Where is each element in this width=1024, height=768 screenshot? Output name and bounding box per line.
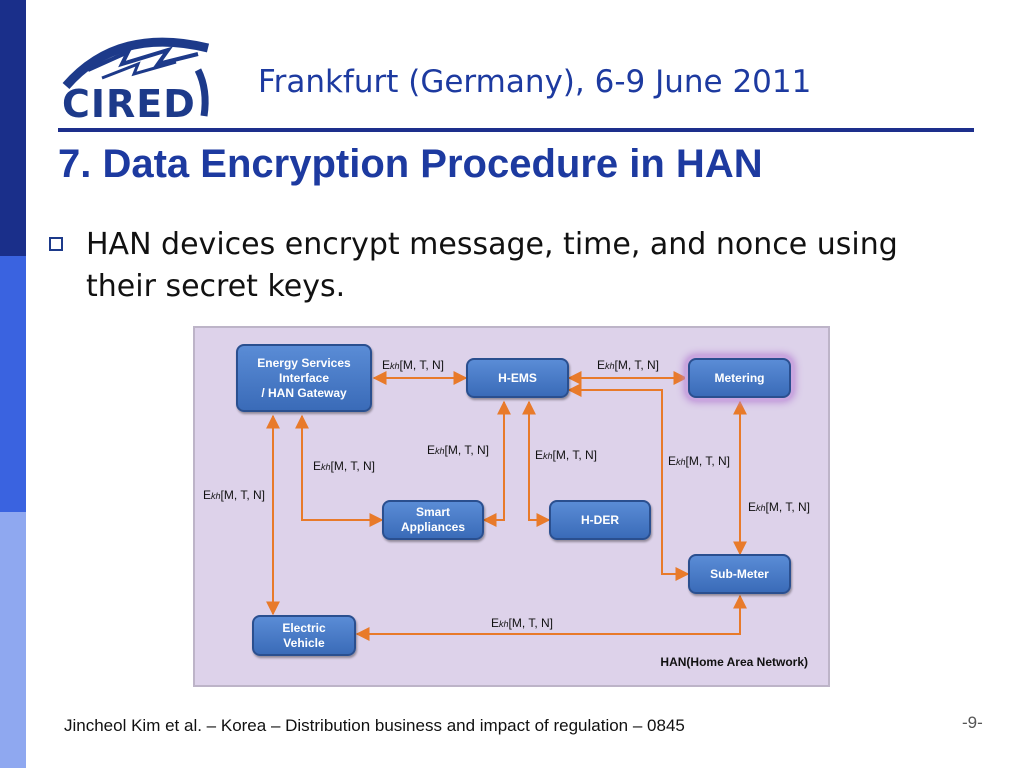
sidebar-stripe <box>0 0 26 768</box>
node-esi-line-2: Interface <box>278 370 330 385</box>
node-energy-services-interface: Energy Services Interface / HAN Gateway <box>236 344 372 412</box>
sidebar-band-light <box>0 512 26 768</box>
node-h-der: H-DER <box>549 500 651 540</box>
node-esi-line-1: Energy Services <box>257 355 351 370</box>
node-h-ems: H-EMS <box>466 358 569 398</box>
arrow-hems-submeter <box>567 383 690 581</box>
arrow-esi-smart <box>295 414 384 527</box>
edge-label-hems-hder: Ekh[M, T, N] <box>535 448 597 462</box>
footer-citation: Jincheol Kim et al. – Korea – Distributi… <box>64 716 685 735</box>
node-smart-line-2: Appliances <box>400 520 466 534</box>
arrow-submeter-ev <box>355 594 747 641</box>
node-ev-line-1: Electric <box>282 620 326 635</box>
edge-label-esi-ev: Ekh[M, T, N] <box>203 488 265 502</box>
cired-logo: CIRED <box>58 30 218 126</box>
node-electric-vehicle: Electric Vehicle <box>252 615 356 656</box>
edge-label-hems-submeter: Ekh[M, T, N] <box>668 454 730 468</box>
node-smart-line-1: Smart <box>415 505 450 519</box>
edge-label-submeter-ev: Ekh[M, T, N] <box>491 616 553 630</box>
edge-label-hems-metering: Ekh[M, T, N] <box>597 358 659 372</box>
bullet-text: HAN devices encrypt message, time, and n… <box>86 227 898 304</box>
arrow-hems-hder <box>522 400 551 527</box>
header-divider <box>58 128 974 132</box>
diagram-arrows <box>266 371 747 641</box>
network-label: HAN(Home Area Network) <box>660 655 808 669</box>
sidebar-band-mid <box>0 256 26 512</box>
han-diagram: Energy Services Interface / HAN Gateway … <box>193 326 830 687</box>
lightning-arcs-icon <box>62 37 210 117</box>
edge-label-esi-smart: Ekh[M, T, N] <box>313 459 375 473</box>
node-metering: Metering <box>688 358 791 398</box>
edge-label-esi-hems: Ekh[M, T, N] <box>382 358 444 372</box>
edge-label-metering-submeter: Ekh[M, T, N] <box>748 500 810 514</box>
slide-title: 7. Data Encryption Procedure in HAN <box>58 142 763 186</box>
logo-wordmark: CIRED <box>62 82 196 126</box>
sidebar-band-dark <box>0 0 26 256</box>
hollow-square-bullet-icon <box>49 237 63 251</box>
node-esi-line-3: / HAN Gateway <box>261 385 347 400</box>
edge-label-hems-smart: Ekh[M, T, N] <box>427 443 489 457</box>
node-ev-line-2: Vehicle <box>283 635 325 650</box>
node-sub-meter: Sub-Meter <box>688 554 791 594</box>
arrow-hems-smart <box>482 400 511 527</box>
node-smart-appliances: Smart Appliances <box>382 500 484 540</box>
page-number: -9- <box>962 713 983 732</box>
conference-subtitle: Frankfurt (Germany), 6-9 June 2011 <box>258 64 812 100</box>
